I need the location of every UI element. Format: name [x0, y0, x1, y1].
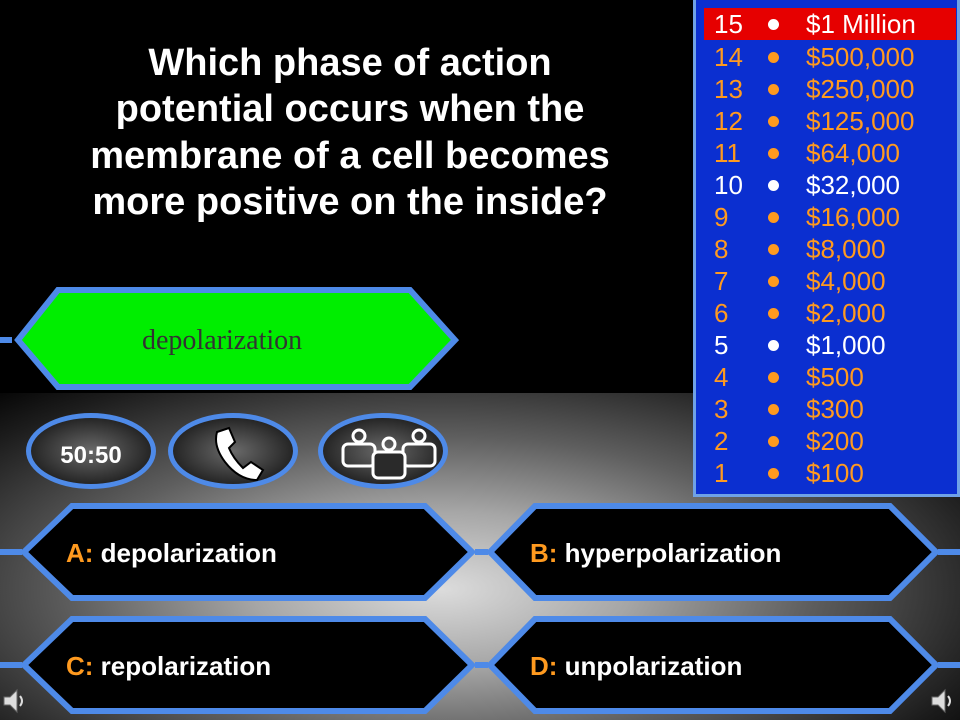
prize-row: 7 $4,000 [704, 265, 956, 297]
prize-row: 14 $500,000 [704, 41, 956, 73]
prize-row: 1 $100 [704, 457, 956, 489]
prize-row: 2 $200 [704, 425, 956, 457]
prize-level: 10 [714, 170, 743, 200]
prize-amount: $32,000 [806, 170, 900, 200]
prize-amount: $2,000 [806, 298, 886, 328]
prize-amount: $8,000 [806, 234, 886, 264]
answer-d[interactable]: D: unpolarization [530, 650, 742, 682]
prize-row: 6 $2,000 [704, 297, 956, 329]
prize-level: 12 [714, 106, 743, 136]
answer-b[interactable]: B: hyperpolarization [530, 537, 781, 569]
prize-level: 9 [714, 202, 729, 232]
prize-ladder: 15 $1 Million 14 $500,000 13 $250,000 12… [693, 0, 960, 497]
selected-answer-panel[interactable] [0, 285, 470, 390]
fifty-fifty-lifeline[interactable]: 50:50 [26, 413, 156, 489]
prize-dot-icon [768, 244, 779, 255]
fifty-fifty-label: 50:50 [60, 442, 122, 469]
prize-level: 11 [714, 138, 741, 168]
answer-c-letter: C: [66, 651, 94, 681]
ask-the-audience-lifeline[interactable] [318, 413, 448, 489]
prize-level: 14 [714, 42, 743, 72]
audience-icon [341, 428, 437, 480]
prize-dot-icon [768, 404, 779, 415]
prize-row: 9 $16,000 [704, 201, 956, 233]
prize-level: 4 [714, 362, 729, 392]
prize-level: 5 [714, 330, 729, 360]
prize-amount: $16,000 [806, 202, 900, 232]
prize-amount: $500 [806, 362, 864, 392]
answer-a-text: depolarization [100, 538, 277, 568]
prize-dot-icon [768, 19, 779, 30]
answer-b-text: hyperpolarization [564, 538, 782, 568]
prize-dot-icon [768, 276, 779, 287]
prize-dot-icon [768, 308, 779, 319]
prize-amount: $300 [806, 394, 864, 424]
prize-row: 4 $500 [704, 361, 956, 393]
prize-amount: $200 [806, 426, 864, 456]
prize-row: 15 $1 Million [704, 8, 956, 40]
phone-a-friend-lifeline[interactable] [168, 413, 298, 489]
prize-dot-icon [768, 372, 779, 383]
prize-level: 13 [714, 74, 743, 104]
prize-level: 1 [714, 458, 729, 488]
prize-level: 8 [714, 234, 729, 264]
prize-level: 6 [714, 298, 729, 328]
prize-level: 15 [714, 9, 743, 39]
phone-icon [215, 426, 265, 482]
prize-dot-icon [768, 116, 779, 127]
prize-dot-icon [768, 52, 779, 63]
prize-level: 3 [714, 394, 729, 424]
answer-b-letter: B: [530, 538, 558, 568]
speaker-icon[interactable] [930, 686, 956, 716]
prize-row: 12 $125,000 [704, 105, 956, 137]
answer-d-text: unpolarization [564, 651, 743, 681]
prize-row: 13 $250,000 [704, 73, 956, 105]
answer-frames [0, 503, 960, 714]
prize-row: 8 $8,000 [704, 233, 956, 265]
prize-amount: $1 Million [806, 9, 916, 39]
prize-level: 2 [714, 426, 729, 456]
prize-dot-icon [768, 148, 779, 159]
prize-dot-icon [768, 468, 779, 479]
prize-level: 7 [714, 266, 729, 296]
prize-amount: $500,000 [806, 42, 915, 72]
speaker-icon[interactable] [2, 686, 28, 716]
prize-amount: $125,000 [806, 106, 915, 136]
prize-amount: $100 [806, 458, 864, 488]
prize-amount: $1,000 [806, 330, 886, 360]
prize-amount: $64,000 [806, 138, 900, 168]
prize-row: 3 $300 [704, 393, 956, 425]
prize-row: 5 $1,000 [704, 329, 956, 361]
prize-dot-icon [768, 84, 779, 95]
prize-dot-icon [768, 340, 779, 351]
prize-amount: $250,000 [806, 74, 915, 104]
prize-row: 11 $64,000 [704, 137, 956, 169]
prize-amount: $4,000 [806, 266, 886, 296]
prize-row: 10 $32,000 [704, 169, 956, 201]
answer-c-text: repolarization [100, 651, 272, 681]
selected-answer-text: depolarization [142, 325, 303, 356]
answer-d-letter: D: [530, 651, 558, 681]
prize-dot-icon [768, 212, 779, 223]
question-text: Which phase of action potential occurs w… [90, 42, 610, 224]
prize-dot-icon [768, 436, 779, 447]
answer-a[interactable]: A: depolarization [66, 537, 277, 569]
answer-c[interactable]: C: repolarization [66, 650, 271, 682]
answer-a-letter: A: [66, 538, 94, 568]
prize-dot-icon [768, 180, 779, 191]
